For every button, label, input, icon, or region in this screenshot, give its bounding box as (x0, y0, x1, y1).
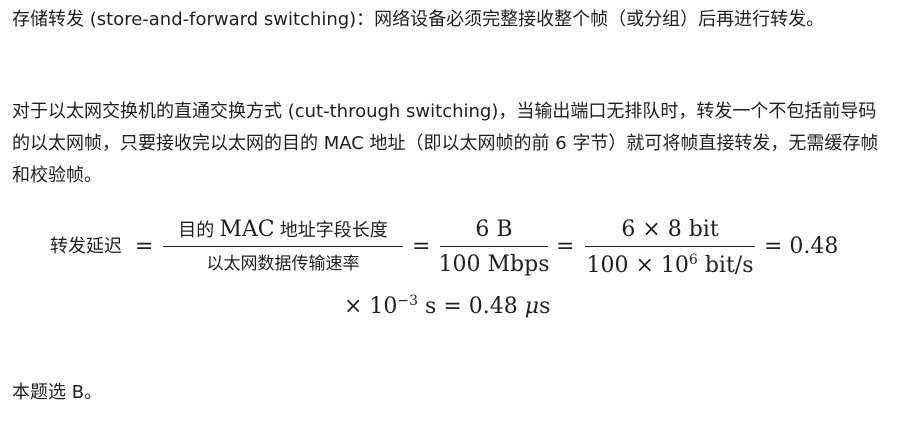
formula-line2: × 10−3 s = 0.48 μs (344, 293, 551, 319)
paragraph-answer: 本题选 B。 (12, 382, 103, 403)
fraction1-bar (163, 246, 403, 248)
numerator-text: 目的 (178, 220, 215, 241)
numerator-mac: MAC (219, 217, 275, 242)
line2-middle: s = 0.48 (418, 294, 525, 319)
fraction3-denominator: 100 × 106 bit/s (582, 252, 758, 278)
fraction2-numerator: 6 B (475, 217, 513, 242)
paragraph-cut-through: 对于以太网交换机的直通交换方式 (cut-through switching)，… (12, 101, 879, 186)
numerator-field-length: 地址字段长度 (279, 220, 388, 241)
fraction3-bar (585, 246, 755, 248)
equals-sign-2: = (412, 234, 431, 259)
denominator-unit: bit/s (697, 253, 754, 278)
line2-exponent: −3 (397, 293, 419, 309)
fraction1-numerator: 目的 MAC 地址字段长度 (160, 219, 406, 241)
formula-lhs: 转发延迟 (50, 236, 122, 257)
fraction2-denominator: 100 Mbps (438, 252, 550, 277)
line2-base: × 10 (344, 294, 398, 319)
fraction1-denominator: 以太网数据传输速率 (206, 254, 360, 274)
equals-sign-1: = (135, 234, 154, 259)
paragraph-store-and-forward: 存储转发 (store-and-forward switching)：网络设备必… (12, 9, 825, 30)
line2-unit: s (539, 294, 551, 319)
denominator-base: 100 × 10 (586, 253, 689, 278)
fraction3-numerator: 6 × 8 bit (621, 217, 719, 242)
result-value: = 0.48 (764, 234, 839, 259)
denominator-exponent: 6 (688, 252, 698, 268)
equals-sign-3: = (556, 234, 575, 259)
fraction2-bar (440, 246, 548, 248)
line2-mu: μ (524, 294, 540, 319)
